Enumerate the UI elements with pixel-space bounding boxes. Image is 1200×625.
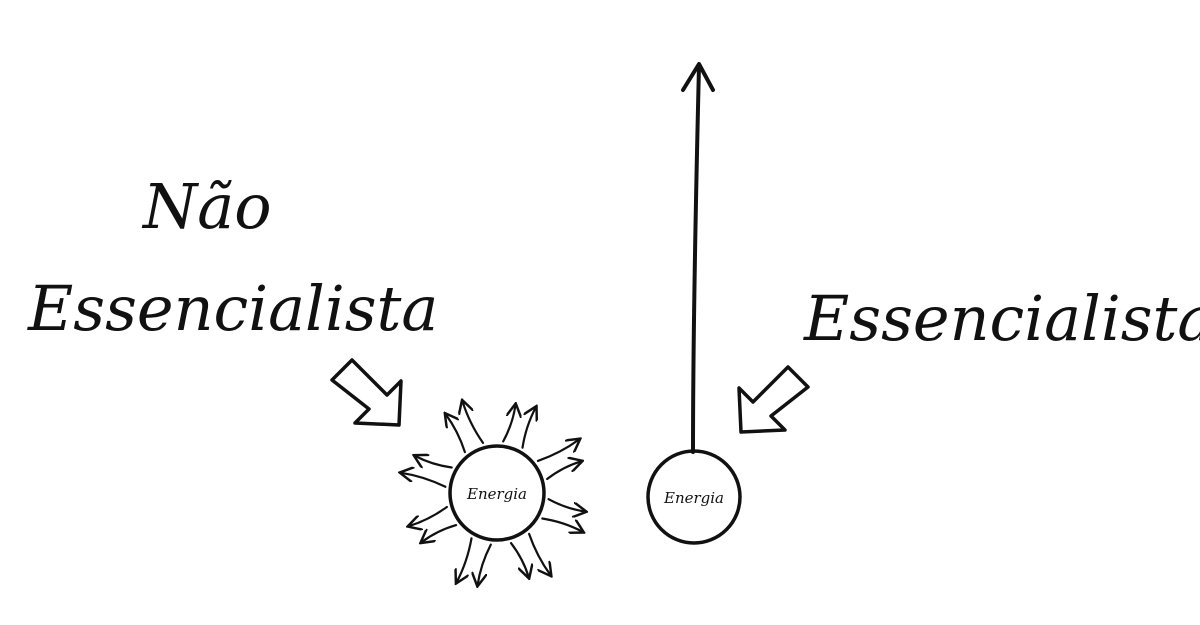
nao-label: Não [141, 170, 272, 243]
scattered-arrow [409, 505, 448, 526]
energy-circle-right [646, 449, 742, 545]
energy-circle-left [448, 444, 546, 542]
scattered-arrow [547, 498, 586, 511]
scattered-arrow [422, 524, 458, 542]
scattered-arrow [415, 456, 453, 469]
scattered-arrow [457, 537, 473, 582]
focused-arrow-line [691, 64, 701, 454]
scattered-arrow [401, 473, 447, 488]
scattered-arrows [401, 401, 585, 585]
scattered-arrow [478, 543, 492, 585]
scattered-arrow [502, 405, 515, 443]
right-pointer-arrow-icon [737, 365, 810, 434]
focused-arrow-head-icon [681, 62, 715, 92]
scattered-energy-diagram: Energia [401, 401, 585, 585]
scattered-arrow [509, 542, 529, 577]
scattered-arrow [463, 401, 485, 444]
scattered-arrow [536, 440, 579, 462]
scattered-arrow [528, 532, 550, 575]
scattered-arrow [521, 407, 536, 449]
essencialista-label: Essencialista [803, 282, 1200, 355]
energy-label-right: Energia [663, 489, 724, 507]
nao-essencialista-label: Essencialista [27, 272, 438, 345]
scattered-arrow [446, 414, 466, 454]
energy-label-left: Energia [466, 485, 527, 503]
scattered-arrow [546, 461, 581, 481]
focused-energy-diagram: Energia [646, 62, 742, 545]
left-pointer-arrow-icon [330, 358, 403, 427]
scattered-arrow [541, 517, 582, 532]
